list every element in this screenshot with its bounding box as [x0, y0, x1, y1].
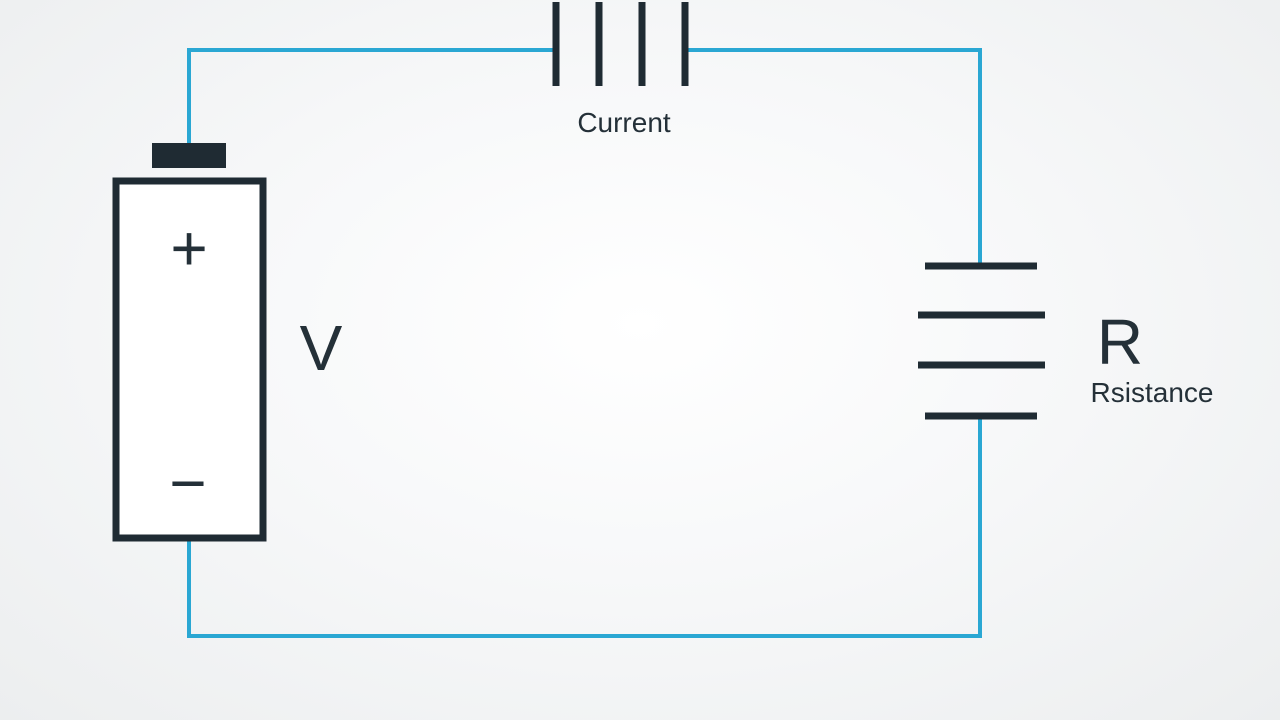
battery-positive-sign: +	[170, 212, 207, 284]
resistor-symbol-label: R	[1097, 306, 1143, 378]
voltage-label: V	[300, 312, 343, 384]
battery: + −	[112, 143, 267, 542]
resistor	[918, 262, 1045, 420]
current-element	[552, 2, 689, 86]
wire-top-left	[187, 48, 558, 144]
battery-body	[112, 177, 267, 542]
battery-terminal	[152, 143, 226, 168]
resistor-name-label: Rsistance	[1091, 377, 1214, 408]
circuit-wire	[187, 48, 982, 638]
wire-top-right	[684, 48, 982, 264]
battery-negative-sign: −	[169, 447, 206, 519]
current-label: Current	[577, 107, 671, 138]
wire-right-lower	[187, 416, 982, 638]
